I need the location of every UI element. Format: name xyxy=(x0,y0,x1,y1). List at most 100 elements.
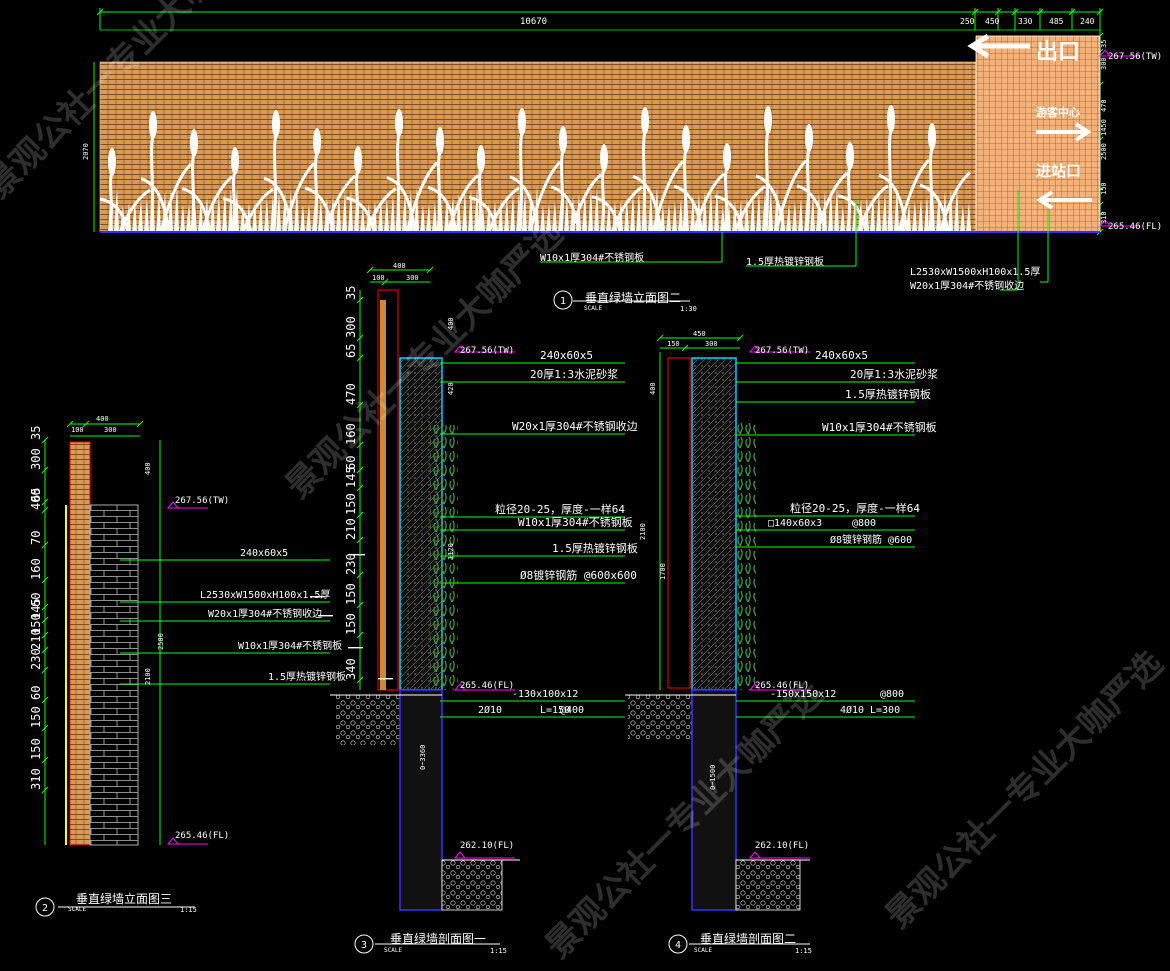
cattail-head xyxy=(395,109,403,137)
title-3-circle xyxy=(354,934,374,954)
section4-gravel xyxy=(628,695,694,740)
section4-note: 240x60x5 xyxy=(815,349,868,362)
grass-blade xyxy=(222,191,227,232)
grass-blade xyxy=(930,195,935,232)
grass-blade xyxy=(132,201,137,232)
grass-blade xyxy=(474,187,479,232)
level-marker xyxy=(748,851,762,859)
watermark-text: 景观公社一专业大咖严选 xyxy=(878,644,1170,937)
left-dim-text: 230 xyxy=(29,648,43,670)
dim-tick xyxy=(41,498,49,506)
section4-base-gravel xyxy=(735,859,801,911)
grass-blade xyxy=(870,195,875,232)
title-3-name: 垂直绿墙剖面图一 xyxy=(390,932,487,946)
grass-blade xyxy=(834,187,839,232)
grass-blade xyxy=(192,201,197,232)
reed-silhouettes xyxy=(99,105,972,233)
cattail-head xyxy=(190,129,198,157)
cattail-head xyxy=(313,128,321,156)
grass-blade xyxy=(510,195,515,232)
grass-blade xyxy=(786,203,791,232)
title-1-name: 垂直绿墙立面图二 xyxy=(585,291,682,305)
fl-level-text: 265.46(FL) xyxy=(460,681,514,691)
left-dim-text: 2070 xyxy=(82,143,90,160)
title-4-scale-word: SCALE xyxy=(694,947,713,954)
cattail-head xyxy=(805,124,813,152)
dim-tick xyxy=(1011,8,1019,16)
dim-tick xyxy=(41,506,49,514)
grass-blade xyxy=(954,187,959,232)
section3-note: @400 xyxy=(560,705,584,716)
grass-blade xyxy=(822,191,827,232)
section3-gravel xyxy=(336,695,406,745)
left-dim-text: 35 xyxy=(344,286,358,300)
section4-note: 20厚1:3水泥砂浆 xyxy=(850,367,938,381)
grass-blade xyxy=(678,199,683,232)
dim-text: 100 xyxy=(372,274,385,282)
dim-tick xyxy=(656,334,664,342)
grass-blade xyxy=(360,205,365,232)
note-placeholder: ▬▬▬▬▬ xyxy=(378,676,393,682)
section2-wall-face xyxy=(69,441,91,846)
dim-tick xyxy=(96,8,104,16)
grass-blade xyxy=(468,189,473,232)
grass-blade xyxy=(516,193,521,232)
grass-blade xyxy=(324,197,329,232)
section2-note: W20x1厚304#不锈钢收边 xyxy=(208,607,322,620)
grass-blade xyxy=(366,203,371,232)
grass-blade xyxy=(810,195,815,232)
section2-note: W10x1厚304#不锈钢板 xyxy=(238,639,342,652)
grass-blade xyxy=(636,193,641,232)
left-dim-text: 60 xyxy=(344,456,358,470)
grass-blade xyxy=(456,193,461,232)
section3-note: 240x60x5 xyxy=(540,349,593,362)
grass-blade xyxy=(564,197,569,232)
grass-blade xyxy=(666,203,671,232)
dim-tick xyxy=(41,646,49,654)
section4-note: Ø8镀锌钢筋 @600 xyxy=(830,533,912,546)
dim-tick xyxy=(41,756,49,764)
grass-blade xyxy=(948,189,953,232)
top-dim-5: 240 xyxy=(1080,17,1095,26)
dim-text: 300 xyxy=(406,274,419,282)
grass-blade xyxy=(936,193,941,232)
grass-blade xyxy=(720,205,725,232)
left-dim-text: 150 xyxy=(344,583,358,605)
grass-blade xyxy=(186,203,191,232)
dim-tick xyxy=(356,401,364,409)
grass-blade xyxy=(198,199,203,232)
tw-level: 267.56(TW) xyxy=(1108,52,1163,62)
tw-level-text: 267.56(TW) xyxy=(755,346,809,356)
grass-blade xyxy=(330,195,335,232)
dim-tick xyxy=(356,354,364,362)
right-dim-text: 470 xyxy=(1100,99,1108,112)
grass-blade xyxy=(138,199,143,232)
left-dim-text: 310 xyxy=(29,768,43,790)
right-dim-text: 1450 xyxy=(1100,119,1108,136)
cattail-head xyxy=(559,126,567,154)
grass-blade xyxy=(384,197,389,232)
dim-tick xyxy=(41,666,49,674)
left-dim-text: 150 xyxy=(344,493,358,515)
grass-blade xyxy=(432,201,437,232)
left-dim-text: 150 xyxy=(29,706,43,728)
title-4-scale: 1:15 xyxy=(795,947,812,955)
dim-tick xyxy=(41,576,49,584)
grass-blade xyxy=(438,199,443,232)
section4-foundation xyxy=(691,689,737,911)
cattail-head xyxy=(477,145,485,173)
grass-blade xyxy=(462,191,467,232)
entry-arrow-icon xyxy=(1036,190,1092,210)
section4-wall-core xyxy=(691,357,737,691)
grass-blade xyxy=(318,199,323,232)
grass-blade xyxy=(378,199,383,232)
dim-tick xyxy=(381,278,389,286)
left-dim-text: 2100 xyxy=(639,523,647,540)
grass-blade xyxy=(828,189,833,232)
grass-blade xyxy=(288,189,293,232)
grass-blade xyxy=(294,187,299,232)
grass-blade xyxy=(144,197,149,232)
grass-blade xyxy=(774,187,779,232)
